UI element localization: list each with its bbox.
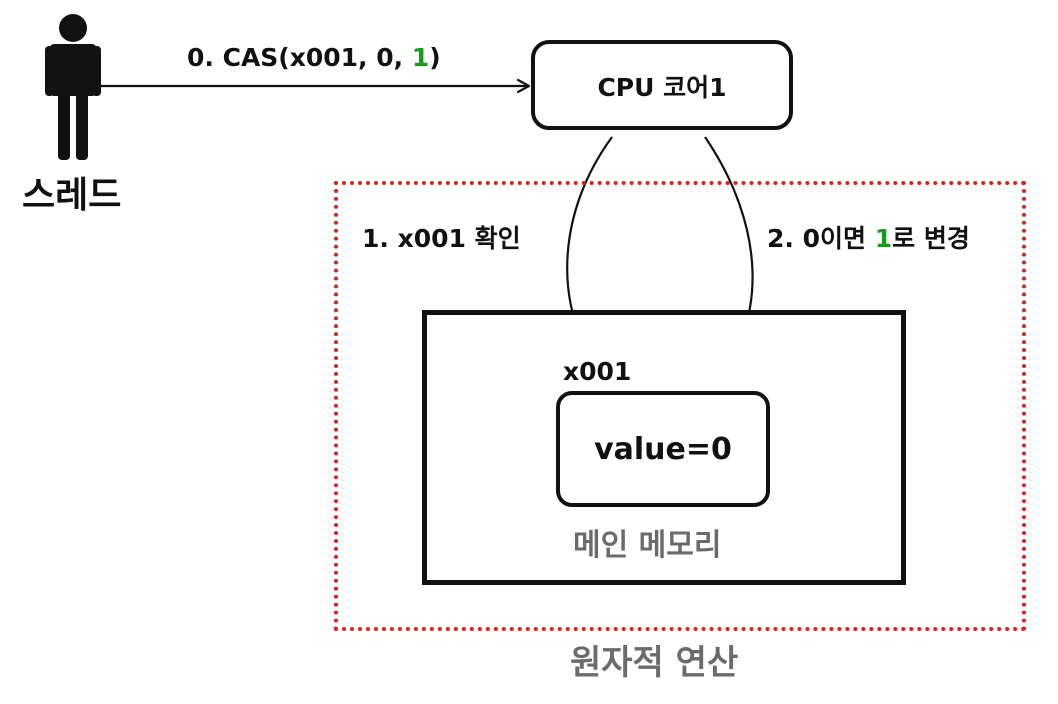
step2-suffix: 로 변경 bbox=[892, 224, 970, 253]
memory-value-box: value=0 bbox=[556, 391, 770, 507]
cas-call-new-value: 1 bbox=[411, 43, 430, 72]
cpu-core-box: CPU 코어1 bbox=[531, 40, 793, 130]
cas-call-suffix: ) bbox=[429, 43, 441, 72]
main-memory-title: 메인 메모리 bbox=[573, 528, 722, 563]
thread-person-icon bbox=[45, 14, 101, 160]
cas-call-label: 0. CAS(x001, 0, 1) bbox=[187, 45, 441, 70]
step2-label: 2. 0이면 1로 변경 bbox=[767, 226, 970, 251]
step2-prefix: 2. 0이면 bbox=[767, 224, 875, 253]
step1-label: 1. x001 확인 bbox=[362, 224, 521, 253]
atomic-operation-region bbox=[334, 181, 1026, 631]
cpu-core-label: CPU 코어1 bbox=[597, 73, 727, 102]
atomic-operation-label: 원자적 연산 bbox=[570, 643, 739, 683]
memory-address-label: x001 bbox=[563, 357, 632, 386]
cas-call-prefix: 0. CAS(x001, 0, bbox=[187, 43, 412, 72]
memory-value-label: value=0 bbox=[594, 431, 732, 467]
thread-label: 스레드 bbox=[22, 175, 122, 216]
step2-new-value: 1 bbox=[874, 224, 893, 253]
